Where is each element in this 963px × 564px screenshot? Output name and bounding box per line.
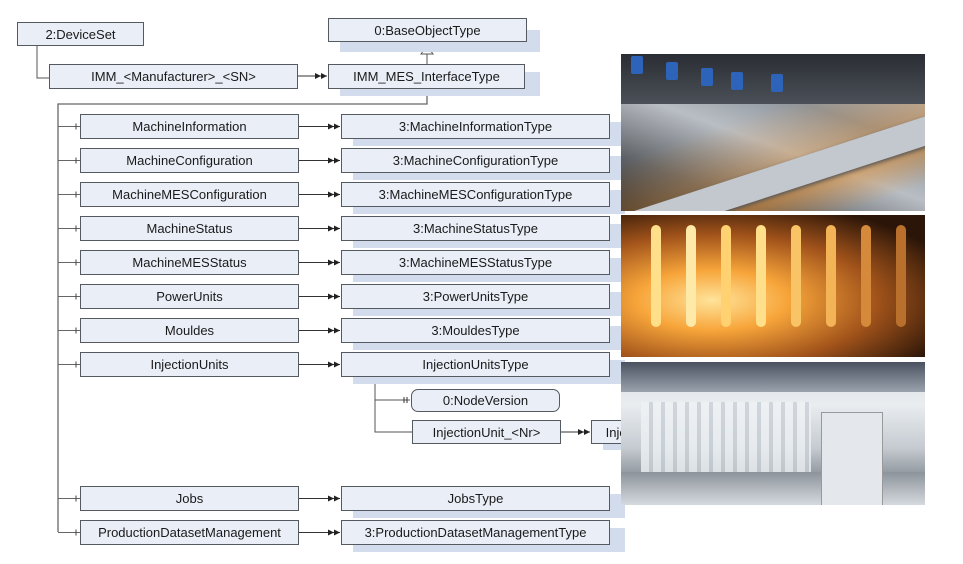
component-label: MachineInformation <box>132 119 247 134</box>
injection-unit-label: InjectionUnit_<Nr> <box>432 424 541 440</box>
component-node-machine-messtatus[interactable]: MachineMESStatus <box>80 250 299 275</box>
base-object-type-node[interactable]: 0:BaseObjectType <box>328 18 527 42</box>
type-label: 3:MachineStatusType <box>412 221 539 236</box>
device-set-node[interactable]: 2:DeviceSet <box>17 22 144 46</box>
type-label: JobsType <box>447 491 504 506</box>
instance-node[interactable]: IMM_<Manufacturer>_<SN> <box>49 64 298 89</box>
component-node-machine-mesconfiguration[interactable]: MachineMESConfiguration <box>80 182 299 207</box>
component-label: Jobs <box>175 491 204 506</box>
component-label: InjectionUnits <box>150 357 229 372</box>
instance-label: IMM_<Manufacturer>_<SN> <box>91 69 256 84</box>
type-node-machine-mesconfiguration[interactable]: 3:MachineMESConfigurationType <box>341 182 610 207</box>
type-node-production-dataset-management[interactable]: 3:ProductionDatasetManagementType <box>341 520 610 545</box>
type-node-machine-configuration[interactable]: 3:MachineConfigurationType <box>341 148 610 173</box>
injection-unit-node[interactable]: InjectionUnit_<Nr> <box>412 420 561 444</box>
organizes-line <box>36 46 49 79</box>
interface-type-label: IMM_MES_InterfaceType <box>353 69 500 84</box>
type-node-jobs[interactable]: JobsType <box>341 486 610 511</box>
type-label: 3:MachineInformationType <box>398 119 553 134</box>
component-node-mouldes[interactable]: Mouldes <box>80 318 299 343</box>
component-node-jobs[interactable]: Jobs <box>80 486 299 511</box>
component-node-machine-configuration[interactable]: MachineConfiguration <box>80 148 299 173</box>
component-node-power-units[interactable]: PowerUnits <box>80 284 299 309</box>
type-label: 3:MachineMESConfigurationType <box>378 187 573 202</box>
type-label: 3:ProductionDatasetManagementType <box>364 525 587 540</box>
type-label: 3:PowerUnitsType <box>422 289 529 304</box>
component-label: PowerUnits <box>156 289 223 304</box>
photo-heated-preforms <box>621 215 925 357</box>
device-set-label: 2:DeviceSet <box>45 26 116 42</box>
type-label: 3:MachineMESStatusType <box>398 255 553 270</box>
component-node-machine-status[interactable]: MachineStatus <box>80 216 299 241</box>
component-label: Mouldes <box>164 323 215 338</box>
type-node-injection-units[interactable]: InjectionUnitsType <box>341 352 610 377</box>
node-version-property[interactable]: 0:NodeVersion <box>411 389 560 412</box>
type-node-machine-status[interactable]: 3:MachineStatusType <box>341 216 610 241</box>
photo-preform-conveyor <box>621 54 925 211</box>
component-label: MachineMESStatus <box>132 255 247 270</box>
type-node-machine-messtatus[interactable]: 3:MachineMESStatusType <box>341 250 610 275</box>
component-node-injection-units[interactable]: InjectionUnits <box>80 352 299 377</box>
node-version-label: 0:NodeVersion <box>442 393 529 408</box>
type-node-mouldes[interactable]: 3:MouldesType <box>341 318 610 343</box>
component-label: MachineStatus <box>146 221 233 236</box>
component-label: ProductionDatasetManagement <box>98 525 281 540</box>
photo-bottle-line <box>621 362 925 505</box>
type-node-power-units[interactable]: 3:PowerUnitsType <box>341 284 610 309</box>
component-label: MachineMESConfiguration <box>112 187 267 202</box>
type-label: InjectionUnitsType <box>422 357 529 372</box>
type-label: 3:MachineConfigurationType <box>392 153 559 168</box>
base-object-type-label: 0:BaseObjectType <box>374 22 481 38</box>
component-label: MachineConfiguration <box>126 153 253 168</box>
component-node-machine-information[interactable]: MachineInformation <box>80 114 299 139</box>
component-node-production-dataset-management[interactable]: ProductionDatasetManagement <box>80 520 299 545</box>
component-trunk-line <box>57 88 428 532</box>
type-label: 3:MouldesType <box>431 323 520 338</box>
interface-type-node[interactable]: IMM_MES_InterfaceType <box>328 64 525 89</box>
type-node-machine-information[interactable]: 3:MachineInformationType <box>341 114 610 139</box>
